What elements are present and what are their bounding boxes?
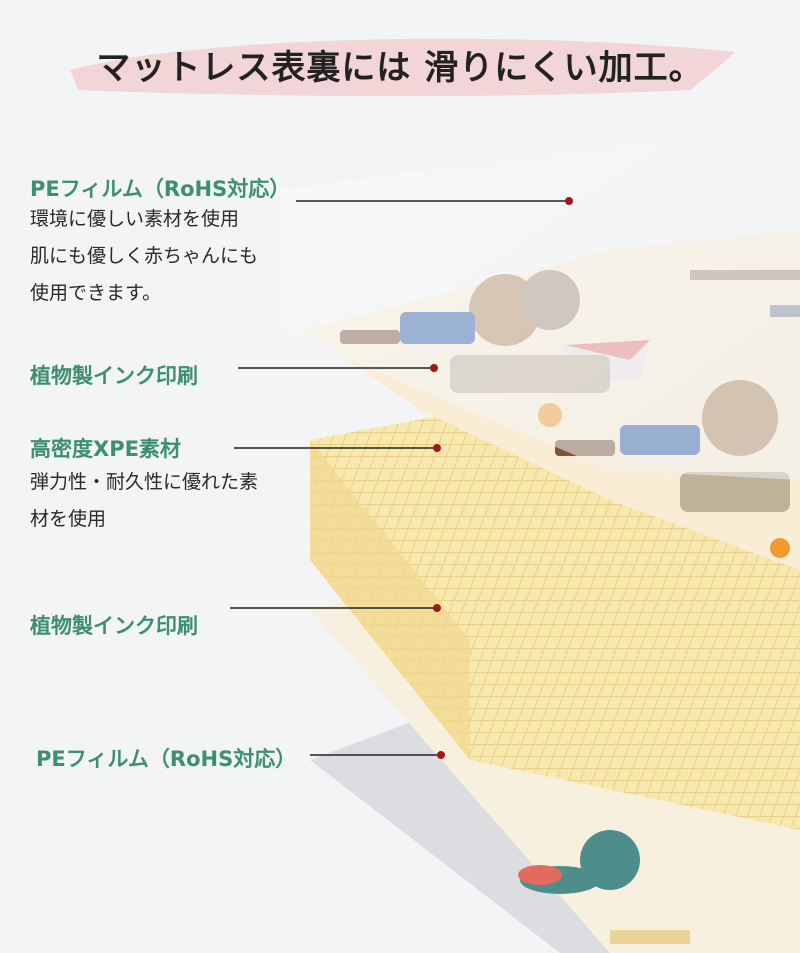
layer-label-pe-film-bottom: PEフィルム（RoHS対応）: [36, 747, 297, 771]
top-film-layer: [280, 120, 800, 480]
desc-line: 環境に優しい素材を使用: [30, 208, 240, 230]
layer-description-xpe-foam: 弾力性・耐久性に優れた素 材を使用: [30, 464, 258, 538]
page-title: マットレス表裏には 滑りにくい加工。: [96, 48, 704, 88]
layer-label-ink-print-bottom: 植物製インク印刷: [30, 614, 198, 638]
layer-label-ink-print-top: 植物製インク印刷: [30, 364, 198, 388]
desc-line: 材を使用: [30, 508, 107, 530]
title-area: マットレス表裏には 滑りにくい加工。: [0, 0, 800, 120]
callout-lines: [230, 197, 573, 759]
desc-line: 使用できます。: [30, 282, 162, 304]
layer-label-xpe-foam: 高密度XPE素材: [30, 437, 181, 461]
desc-line: 弾力性・耐久性に優れた素: [30, 471, 259, 493]
layer-label-pe-film-top: PEフィルム（RoHS対応）: [30, 177, 291, 201]
layer-description-pe-film-top: 環境に優しい素材を使用 肌にも優しく赤ちゃんにも 使用できます。: [30, 201, 258, 312]
brush-stroke-decoration: [70, 38, 735, 97]
desc-line: 肌にも優しく赤ちゃんにも: [30, 245, 259, 267]
